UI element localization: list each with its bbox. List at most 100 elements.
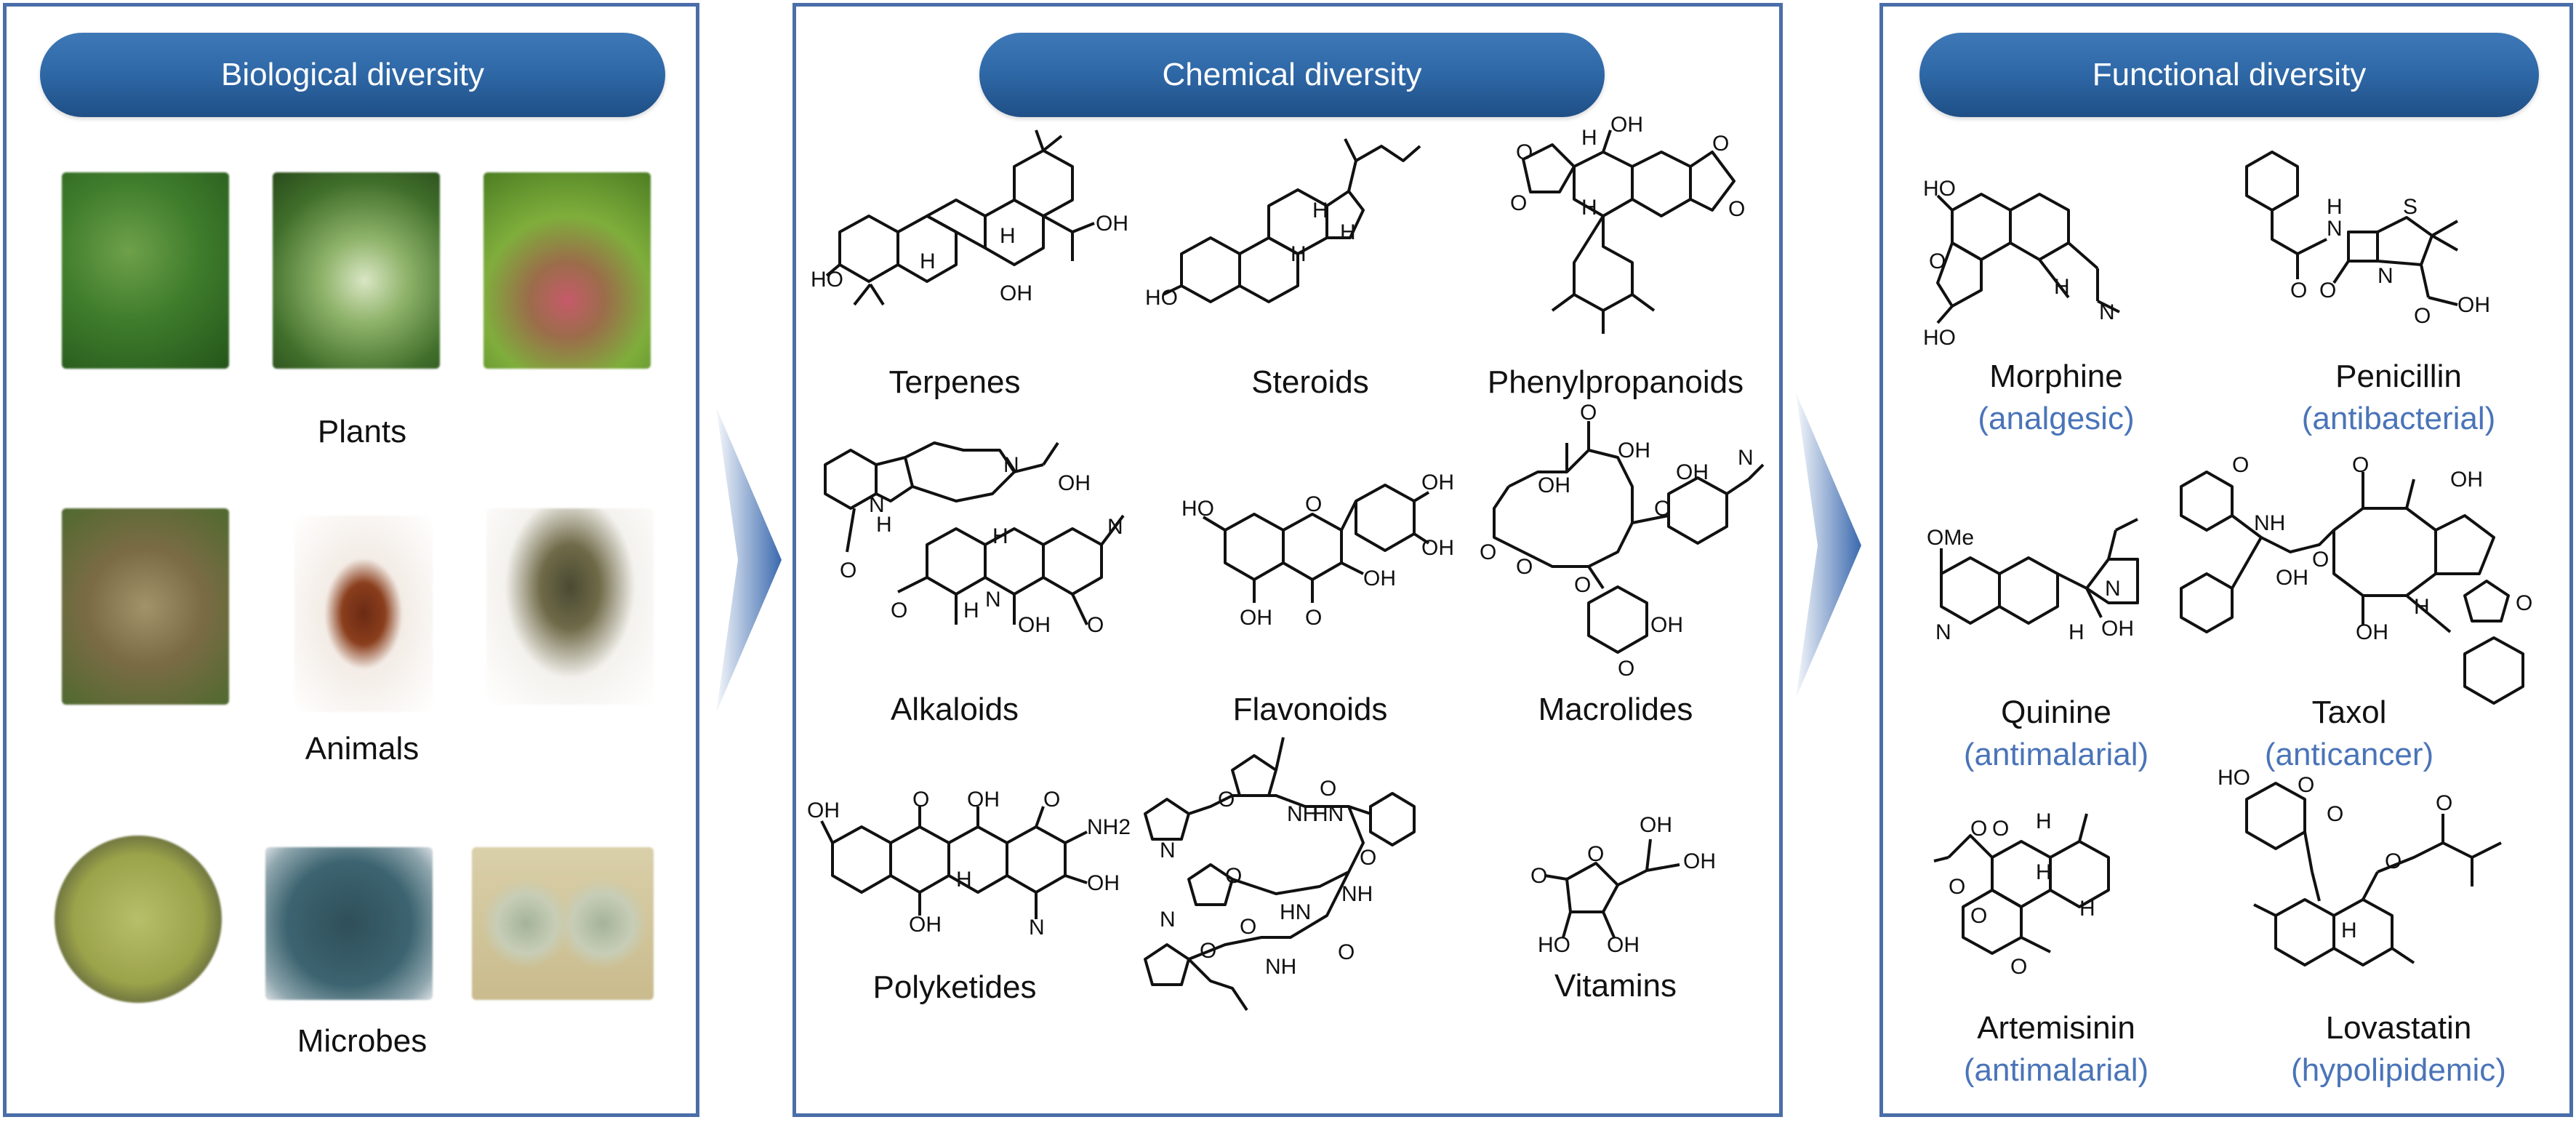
svg-text:N: N bbox=[2327, 217, 2343, 241]
svg-text:O: O bbox=[2414, 304, 2431, 328]
chemical-diversity-panel: Chemical diversity OH HO OH H H Terpenes… bbox=[793, 3, 1783, 1117]
artemisinin-structure: O O O O O H H H bbox=[1933, 809, 2110, 979]
flavonoid-structure: HO O OH OH OH OH O bbox=[1181, 471, 1454, 630]
svg-text:O: O bbox=[2312, 548, 2329, 572]
svg-text:H: H bbox=[956, 868, 972, 892]
svg-text:NH: NH bbox=[2254, 511, 2285, 535]
svg-text:H: H bbox=[1340, 220, 1356, 244]
morphine-label: Morphine bbox=[1989, 359, 2123, 394]
svg-text:H: H bbox=[876, 513, 892, 537]
svg-text:N: N bbox=[2105, 577, 2121, 601]
svg-text:O: O bbox=[1087, 613, 1104, 637]
svg-text:OH: OH bbox=[1363, 566, 1396, 590]
plants-label: Plants bbox=[317, 414, 407, 449]
quinine-function-label: (antimalarial) bbox=[1963, 737, 2149, 772]
svg-text:N: N bbox=[2099, 300, 2115, 324]
svg-text:OH: OH bbox=[1610, 113, 1643, 137]
svg-text:OH: OH bbox=[967, 788, 1000, 812]
svg-text:H: H bbox=[963, 598, 979, 622]
svg-text:O: O bbox=[1240, 915, 1256, 939]
svg-text:OH: OH bbox=[2450, 468, 2483, 492]
svg-text:O: O bbox=[2352, 453, 2369, 477]
svg-text:O: O bbox=[840, 559, 856, 582]
svg-text:N: N bbox=[2378, 264, 2394, 288]
svg-text:NH: NH bbox=[1265, 955, 1296, 979]
svg-text:O: O bbox=[1480, 540, 1496, 564]
svg-text:H: H bbox=[1291, 242, 1307, 266]
svg-text:H: H bbox=[2036, 860, 2052, 884]
svg-text:OH: OH bbox=[2276, 566, 2308, 590]
animals-label: Animals bbox=[305, 731, 420, 766]
svg-text:O: O bbox=[1618, 657, 1634, 681]
microbe-plate-1 bbox=[55, 836, 222, 1003]
svg-text:H: H bbox=[2341, 918, 2357, 942]
taxol-structure: NH O OH O O OH OH H O bbox=[2180, 453, 2532, 705]
microbes-label: Microbes bbox=[297, 1023, 428, 1059]
svg-text:O: O bbox=[2319, 279, 2336, 303]
toad-photo bbox=[62, 508, 229, 705]
svg-text:O: O bbox=[2232, 453, 2249, 477]
penicillin-label: Penicillin bbox=[2335, 359, 2462, 394]
lovastatin-function-label: (hypolipidemic) bbox=[2291, 1052, 2506, 1088]
svg-text:H: H bbox=[1312, 199, 1328, 223]
svg-text:N: N bbox=[1935, 620, 1951, 644]
svg-text:HO: HO bbox=[811, 268, 843, 292]
svg-text:HN: HN bbox=[1280, 900, 1311, 924]
lovastatin-structure: HO O O O O H bbox=[2218, 766, 2502, 966]
svg-text:O: O bbox=[2516, 591, 2532, 615]
polyketide-structure: OH O OH O NH2 OH OH N H bbox=[807, 788, 1131, 940]
steroid-structure: HO H H H bbox=[1145, 138, 1421, 310]
terpenes-label: Terpenes bbox=[888, 364, 1021, 400]
svg-text:O: O bbox=[1200, 939, 1216, 963]
svg-text:N: N bbox=[1003, 453, 1019, 477]
biological-diversity-header: Biological diversity bbox=[40, 33, 665, 117]
svg-text:N: N bbox=[985, 588, 1001, 612]
plant-photo-1 bbox=[62, 172, 229, 369]
microbe-plate-3 bbox=[472, 847, 654, 1000]
svg-text:H: H bbox=[920, 249, 936, 273]
quinine-label: Quinine bbox=[2001, 694, 2111, 730]
svg-text:O: O bbox=[1530, 864, 1547, 888]
arrow-right-icon bbox=[1796, 393, 1861, 698]
svg-text:OH: OH bbox=[1538, 473, 1570, 497]
svg-text:OH: OH bbox=[1607, 933, 1640, 957]
svg-text:OH: OH bbox=[1683, 849, 1716, 873]
svg-text:N: N bbox=[1160, 908, 1176, 932]
svg-text:N: N bbox=[1107, 515, 1123, 539]
chemical-diversity-header: Chemical diversity bbox=[979, 33, 1605, 117]
phenylpropanoid-structure: OH O O O O H H bbox=[1510, 113, 1745, 334]
vitamins-label: Vitamins bbox=[1554, 968, 1677, 1004]
svg-text:O: O bbox=[1654, 497, 1671, 521]
svg-text:N: N bbox=[1738, 446, 1754, 470]
svg-text:H: H bbox=[2036, 809, 2052, 833]
macrolides-label: Macrolides bbox=[1538, 692, 1693, 727]
svg-text:O: O bbox=[1218, 788, 1235, 812]
svg-text:H: H bbox=[2079, 897, 2095, 921]
svg-text:O: O bbox=[1043, 788, 1060, 812]
phenylpropanoids-label: Phenylpropanoids bbox=[1487, 364, 1744, 400]
svg-text:OH: OH bbox=[1018, 613, 1051, 637]
svg-text:O: O bbox=[2010, 955, 2027, 979]
cockroach-photo bbox=[294, 516, 433, 712]
svg-text:O: O bbox=[2436, 791, 2452, 815]
plant-photo-3 bbox=[483, 172, 651, 369]
svg-text:O: O bbox=[1320, 777, 1336, 801]
polyketides-label: Polyketides bbox=[872, 969, 1037, 1005]
svg-text:H: H bbox=[1581, 196, 1597, 220]
svg-text:N: N bbox=[1029, 916, 1045, 940]
svg-text:O: O bbox=[1712, 132, 1729, 156]
svg-text:O: O bbox=[1574, 573, 1591, 597]
svg-text:H: H bbox=[2414, 595, 2430, 619]
svg-text:O: O bbox=[2327, 802, 2343, 826]
svg-text:O: O bbox=[1970, 904, 1987, 928]
svg-text:S: S bbox=[2403, 195, 2417, 219]
lovastatin-label: Lovastatin bbox=[2325, 1010, 2472, 1046]
svg-text:OH: OH bbox=[1676, 460, 1709, 484]
svg-text:N: N bbox=[869, 493, 885, 517]
svg-text:H: H bbox=[2069, 620, 2085, 644]
svg-text:NH: NH bbox=[1287, 802, 1318, 826]
flavonoids-label: Flavonoids bbox=[1232, 692, 1388, 727]
svg-text:OH: OH bbox=[1421, 471, 1454, 495]
svg-text:O: O bbox=[2298, 773, 2314, 797]
terpene-structure: OH HO OH H H bbox=[811, 129, 1128, 306]
